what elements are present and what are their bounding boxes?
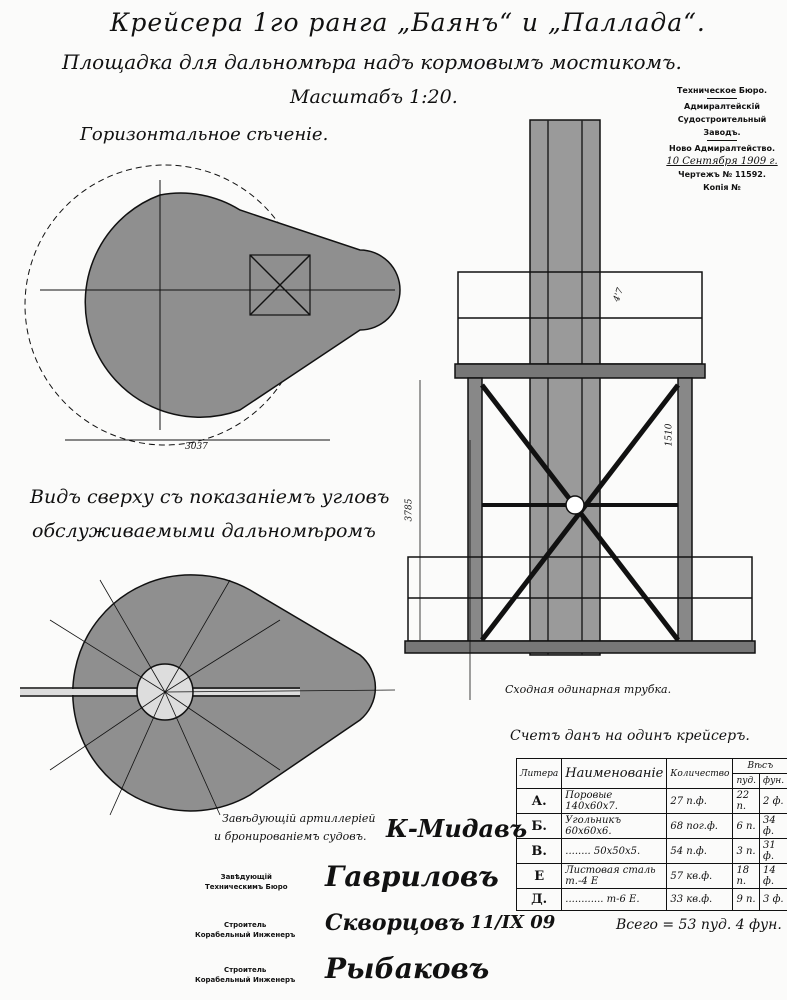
- builder-signature-1: Скворцовъ: [325, 910, 465, 936]
- top-view-angles: [20, 574, 396, 816]
- cell-qty: 68 пог.ф.: [666, 813, 734, 839]
- stamp-date: 10 Сентября 1909 г.: [666, 156, 778, 167]
- drawing-subtitle: Площадка для дальномѣра надъ кормовымъ м…: [62, 50, 682, 74]
- cell-pud: 3 п.: [732, 838, 761, 864]
- artillery-label-2: и бронированіемъ судовъ.: [214, 830, 367, 843]
- section-title-top-view: Видъ сверху съ показаніемъ угловъ: [30, 486, 390, 508]
- stamp-plant2: Судостроительный: [677, 115, 767, 124]
- table-subheader-row: пуд.фун.: [517, 773, 787, 789]
- artillery-label-1: Завѣдующій артиллеріей: [222, 812, 376, 825]
- cell-fun: 31 ф.: [759, 838, 787, 864]
- stamp-copy-number: Копія №: [703, 183, 741, 192]
- table-row: Б.Угольникъ 60x60x6.68 пог.ф.6 п.34 ф.: [515, 813, 787, 839]
- artillery-signature: К-Мидавъ: [386, 814, 528, 843]
- table-row: В......... 50x50x5.54 п.ф.3 п.31 ф.: [515, 838, 787, 864]
- stamp-drawing-number: Чертежъ № 11592.: [678, 170, 766, 179]
- bureau-stamp: Техническое Бюро. Адмиралтейскій Судостр…: [660, 84, 784, 194]
- side-elevation: [404, 119, 756, 700]
- cell-fun: 34 ф.: [759, 813, 787, 839]
- cell-qty: 54 п.ф.: [666, 838, 734, 864]
- cell-pud: 18 п.: [732, 863, 761, 889]
- header-weight: Вѣсъ: [732, 758, 787, 774]
- cell-letter: А.: [515, 788, 563, 814]
- pipe-label: Сходная одинарная трубка.: [505, 683, 672, 696]
- cell-qty: 57 кв.ф.: [666, 863, 734, 889]
- header-qty: Количество: [666, 758, 734, 789]
- table-row: А.Поровые 140x60x7.27 п.ф.22 п.2 ф.: [515, 788, 787, 814]
- table-header-row: Литера Наименованіе Количество Вѣсъ: [515, 758, 787, 789]
- stamp-bureau: Техническое Бюро.: [676, 86, 768, 95]
- builder-title-1: Строитель: [223, 921, 267, 929]
- section-title-horizontal: Горизонтальное сѣченіе.: [80, 124, 329, 145]
- cell-letter: Б.: [515, 813, 563, 839]
- platform-plan: [84, 192, 401, 418]
- cell-letter: Е: [515, 863, 563, 889]
- cell-letter: Д.: [515, 888, 563, 911]
- materials-table-block: Литера Наименованіе Количество Вѣсъ пуд.…: [515, 758, 787, 933]
- cell-fun: 3 ф.: [759, 888, 787, 911]
- drawing-scale: Масштабъ 1:20.: [290, 86, 458, 108]
- cell-qty: 33 кв.ф.: [666, 888, 734, 911]
- table-total: Всего = 53 пуд. 4 фун.: [616, 917, 782, 933]
- bureau-label-2: Техническимъ Бюро: [205, 883, 288, 891]
- stamp-location: Ново Адмиралтейство.: [669, 144, 775, 153]
- section-title-top-view-2: обслуживаемыми дальномѣромъ: [32, 520, 376, 542]
- cell-name: Угольникъ 60x60x6.: [561, 813, 668, 839]
- cell-pud: 9 п.: [732, 888, 761, 911]
- cell-name: Поровые 140x60x7.: [561, 788, 668, 814]
- cell-pud: 22 п.: [732, 788, 761, 814]
- table-row: Д............. т-6 Е.33 кв.ф.9 п.3 ф.: [515, 888, 787, 911]
- dim-height: 3785: [404, 498, 415, 522]
- cell-pud: 6 п.: [732, 813, 761, 839]
- header-letter: Литера: [515, 758, 563, 789]
- cell-name: ............ т-6 Е.: [561, 888, 668, 911]
- stamp-plant3: Заводъ.: [703, 128, 741, 137]
- header-name: Наименованіе: [561, 758, 668, 789]
- dim-plan-width: 3037: [185, 442, 208, 452]
- stamp-plant1: Адмиралтейскій: [684, 102, 760, 111]
- horizontal-section-view: [24, 164, 401, 446]
- cell-name: Листовая сталь т.-4 Е: [561, 863, 668, 889]
- header-pud: пуд.: [732, 773, 761, 789]
- table-caption: Счетъ данъ на одинъ крейсеръ.: [510, 728, 750, 744]
- cell-fun: 2 ф.: [759, 788, 787, 814]
- dim-rail: 1510: [664, 423, 675, 447]
- cell-name: ........ 50x50x5.: [561, 838, 668, 864]
- bureau-signature: Гавриловъ: [325, 860, 499, 893]
- builder-title-2: Строитель: [223, 966, 267, 974]
- builder-date: 11/IX 09: [470, 912, 556, 933]
- cell-qty: 27 п.ф.: [666, 788, 734, 814]
- materials-table: Литера Наименованіе Количество Вѣсъ пуд.…: [515, 758, 787, 911]
- builder-role-2: Корабельный Инженеръ: [195, 976, 296, 984]
- bureau-label-1: Завѣдующій: [220, 873, 272, 881]
- builder-signature-2: Рыбаковъ: [325, 952, 490, 985]
- drawing-title: Крейсера 1го ранга „Баянъ“ и „Паллада“.: [110, 8, 706, 37]
- header-fun: фун.: [759, 773, 787, 789]
- cell-fun: 14 ф.: [759, 863, 787, 889]
- builder-role-1: Корабельный Инженеръ: [195, 931, 296, 939]
